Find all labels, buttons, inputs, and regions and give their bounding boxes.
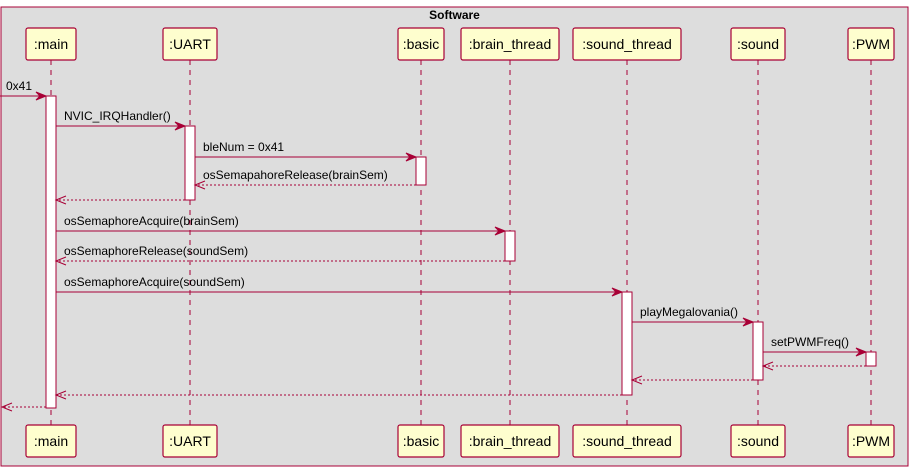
participant-box <box>460 424 560 458</box>
activation-bar-uart <box>184 125 196 201</box>
participant-box <box>397 27 445 61</box>
activation-bar-brain_thread <box>504 230 516 262</box>
message-arrowhead <box>193 180 206 190</box>
message-arrowhead <box>742 317 755 327</box>
participant-label: :main <box>34 36 68 52</box>
participant-sound_thread-bottom: :sound_thread <box>572 424 682 458</box>
message-12 <box>54 390 622 400</box>
participant-label: :sound_thread <box>582 433 672 449</box>
message-arrowhead <box>630 375 643 385</box>
message-arrowhead <box>54 195 67 205</box>
participant-basic-bottom: :basic <box>397 424 445 458</box>
participant-box <box>730 27 786 61</box>
participant-box <box>25 424 77 458</box>
participant-label: :sound <box>737 36 779 52</box>
participant-box <box>397 424 445 458</box>
participant-uart-bottom: :UART <box>162 424 218 458</box>
message-arrowhead <box>494 226 507 236</box>
message-label: osSemaphoreAcquire(soundSem) <box>64 275 245 289</box>
participant-label: :brain_thread <box>469 433 552 449</box>
participant-brain_thread-bottom: :brain_thread <box>460 424 560 458</box>
participant-label: :brain_thread <box>469 36 552 52</box>
participant-box <box>162 424 218 458</box>
message-5: osSemaphoreAcquire(brainSem) <box>56 214 507 236</box>
participant-label: :sound <box>737 433 779 449</box>
message-arrowhead <box>405 152 418 162</box>
message-arrowhead <box>35 91 48 101</box>
participant-label: :UART <box>169 36 211 52</box>
message-label: osSemapahoreRelease(brainSem) <box>203 168 388 182</box>
message-label: 0x41 <box>6 79 32 93</box>
activation-bars <box>45 95 877 409</box>
participant-box <box>847 27 895 61</box>
message-label: osSemaphoreAcquire(brainSem) <box>64 214 239 228</box>
message-8: playMegalovania() <box>632 305 755 327</box>
software-box-frame <box>0 6 909 467</box>
participant-pwm-top: :PWM <box>847 27 895 61</box>
message-arrowhead <box>54 390 67 400</box>
participant-label: :PWM <box>852 36 890 52</box>
message-4 <box>54 195 185 205</box>
software-box-title: Software <box>429 8 480 22</box>
activation-bar-main <box>45 95 57 409</box>
activation-bar-sound_thread <box>621 291 633 396</box>
participant-label: :basic <box>403 36 440 52</box>
activation-bar-basic <box>415 156 427 186</box>
message-7: osSemaphoreAcquire(soundSem) <box>56 275 624 297</box>
message-13 <box>0 402 46 412</box>
participant-main-bottom: :main <box>25 424 77 458</box>
message-11 <box>630 375 753 385</box>
software-box: Software <box>0 6 909 467</box>
message-6: osSemaphoreRelease(soundSem) <box>54 244 505 266</box>
lifelines <box>50 60 872 425</box>
message-arrowhead <box>0 402 13 412</box>
message-arrowhead <box>174 121 187 131</box>
participant-pwm-bottom: :PWM <box>847 424 895 458</box>
participants-top: :main :UART :basic :brain_thread :sound_thre… <box>25 27 895 61</box>
message-arrowhead <box>855 347 868 357</box>
participant-uart-top: :UART <box>162 27 218 61</box>
participant-box <box>460 27 560 61</box>
message-3: osSemapahoreRelease(brainSem) <box>193 168 416 190</box>
message-2: bleNum = 0x41 <box>195 140 418 162</box>
message-9: setPWMFreq() <box>763 335 868 357</box>
activation-bar-pwm <box>865 351 877 367</box>
participant-brain_thread-top: :brain_thread <box>460 27 560 61</box>
participant-box <box>730 424 786 458</box>
participant-box <box>25 27 77 61</box>
message-label: playMegalovania() <box>640 305 738 319</box>
participant-sound-bottom: :sound <box>730 424 786 458</box>
message-label: setPWMFreq() <box>771 335 849 349</box>
participant-sound_thread-top: :sound_thread <box>572 27 682 61</box>
message-10 <box>761 361 866 371</box>
participant-basic-top: :basic <box>397 27 445 61</box>
participant-label: :UART <box>169 433 211 449</box>
message-label: NVIC_IRQHandler() <box>64 109 171 123</box>
message-arrowhead <box>761 361 774 371</box>
message-label: osSemaphoreRelease(soundSem) <box>64 244 248 258</box>
activation-bar-sound <box>752 321 764 381</box>
message-label: bleNum = 0x41 <box>203 140 284 154</box>
participant-label: :main <box>34 433 68 449</box>
participants-bottom: :main :UART :basic :brain_thread :sound_thre… <box>25 424 895 458</box>
message-arrowhead <box>611 287 624 297</box>
participant-main-top: :main <box>25 27 77 61</box>
participant-box <box>572 424 682 458</box>
participant-box <box>847 424 895 458</box>
message-1: NVIC_IRQHandler() <box>56 109 187 131</box>
participant-label: :sound_thread <box>582 36 672 52</box>
participant-sound-top: :sound <box>730 27 786 61</box>
participant-label: :basic <box>403 433 440 449</box>
participant-box <box>162 27 218 61</box>
message-arrowhead <box>54 256 67 266</box>
participant-box <box>572 27 682 61</box>
participant-label: :PWM <box>852 433 890 449</box>
message-0: 0x41 <box>0 79 48 101</box>
